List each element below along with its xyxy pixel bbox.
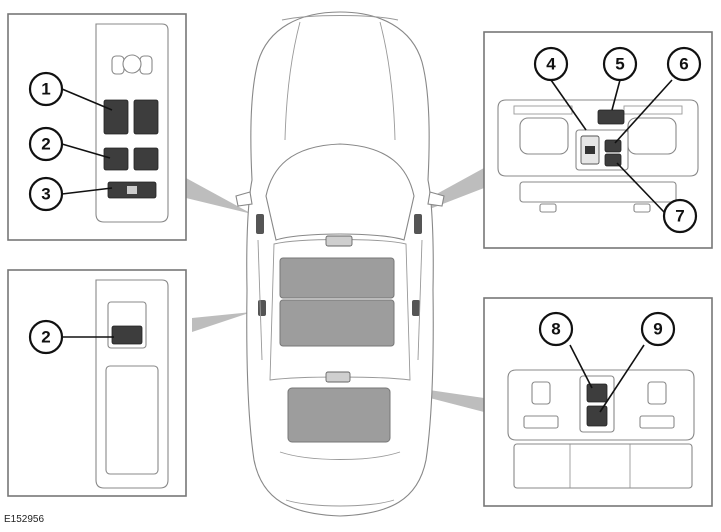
leader-9 [599,344,645,413]
callout-label-3: 3 [41,185,50,204]
hood-crease-left [284,21,301,141]
mirror-left [235,191,253,207]
leader-4 [550,79,587,131]
sunroof-rear-glass [279,299,395,347]
leader-7 [616,162,665,213]
leader-8 [569,344,593,389]
window-switch-front-left[interactable] [103,99,129,135]
rear-console-lamp-left [531,381,551,405]
roof-outline [269,239,411,381]
callout-label-2-rear-door: 2 [41,328,50,347]
panel-driver-door-switches [7,13,187,241]
front-roof-console-marker [325,235,353,247]
rear-deck [279,451,401,460]
leader-1 [61,88,113,111]
callout-5: 5 [602,46,638,82]
pointer-wedge-rear-door [192,312,252,332]
callout-label-4: 4 [546,55,556,74]
left-front-door-switch-hint [256,214,264,234]
leader-2 [61,143,111,159]
hood-crease-right [379,21,396,141]
figure-code: E152956 [4,514,45,525]
front-console-lower-strip [519,181,677,203]
window-switch-rear-right[interactable] [133,147,159,171]
callout-3: 3 [28,176,64,212]
rear-sunblind-close-switch[interactable] [586,405,608,427]
callout-label-1: 1 [41,80,50,99]
callout-label-2: 2 [41,135,50,154]
leader-3 [61,187,113,195]
rear-sunblind-open-switch[interactable] [586,383,608,403]
rear-console-button-left [523,415,559,429]
front-console-grille-right [623,105,683,115]
window-switch-rear-left[interactable] [103,147,129,171]
sunblind-open-switch[interactable] [604,139,622,153]
mirror-right [427,191,445,207]
front-console-lamp-left [519,117,569,155]
pointer-wedge-driver-door [186,178,252,214]
mirror-selector-knob [122,54,142,74]
callout-2: 2 [28,126,64,162]
mirror-control-knob-left [111,55,125,75]
rear-window-glass [287,387,391,443]
right-front-door-switch-hint [414,214,422,234]
child-lock-icon [127,186,137,194]
car-top-view [186,11,484,517]
leader-lines [61,79,673,413]
callout-label-5: 5 [615,55,624,74]
front-console-top-switch[interactable] [597,109,625,125]
rear-console-lamp-right [647,381,667,405]
callout-6: 6 [666,46,702,82]
left-rear-door-switch-hint [258,300,266,316]
front-console-button-right [633,203,651,213]
rear-console-button-right [639,415,675,429]
right-rear-door-switch-hint [412,300,420,316]
door-line-right [417,239,423,361]
callout-9: 9 [640,311,676,347]
callout-label-6: 6 [679,55,688,74]
panel-rear-roof-console [483,297,713,507]
leader-5 [611,79,621,111]
callout-1: 1 [28,71,64,107]
callout-4: 4 [533,46,569,82]
rear-window-switch[interactable] [111,325,143,345]
callout-label-7: 7 [675,207,684,226]
rear-roof-console-marker [325,371,351,383]
callout-label-9: 9 [653,320,662,339]
callout-8: 8 [538,311,574,347]
leader-6 [614,79,673,144]
door-line-left [257,239,263,361]
sunroof-tilt-switch-center [585,146,595,154]
window-switch-front-right[interactable] [133,99,159,135]
front-bumper-line [281,15,399,21]
sunroof-front-glass [279,257,395,299]
windshield [265,143,415,241]
callout-7: 7 [662,198,698,234]
front-console-lamp-right [627,117,677,155]
rear-bumper-line [285,499,395,507]
rear-door-pocket [105,365,159,475]
front-console-button-left [539,203,557,213]
rear-console-lower-panel [513,443,693,489]
callout-2-rear-door: 2 [28,319,64,355]
panel-rear-door-switch [7,269,187,497]
callout-label-8: 8 [551,320,560,339]
mirror-control-knob-right [139,55,153,75]
